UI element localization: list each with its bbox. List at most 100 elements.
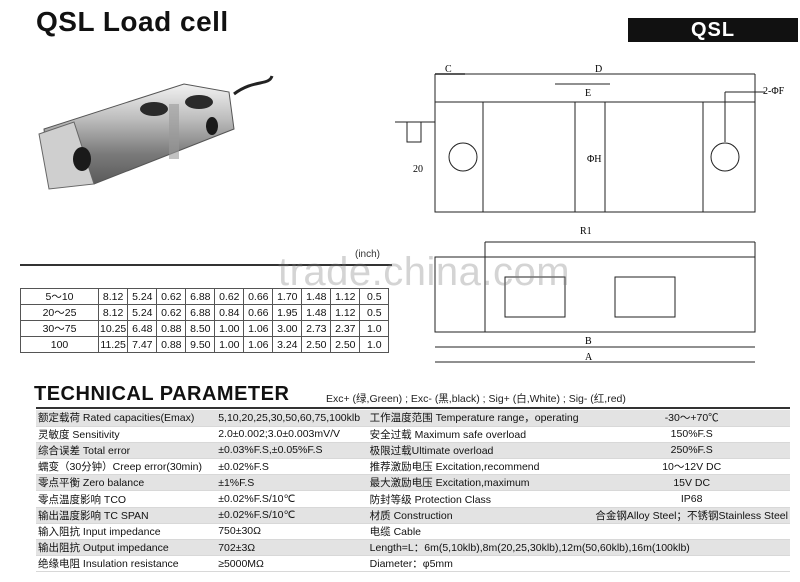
parameter-cell: IP68 <box>593 490 790 508</box>
table-cell: 9.50 <box>185 336 216 353</box>
table-cell: 1.0 <box>359 336 390 353</box>
table-cell: 0.84 <box>214 304 245 321</box>
parameter-cell: 材质 Construction <box>367 507 594 524</box>
parameter-cell: 蠕变（30分钟）Creep error(30min) <box>36 458 217 476</box>
table-cell: 1.48 <box>301 304 332 321</box>
table-cell: 5.24 <box>127 288 158 305</box>
table-cell: 3.00 <box>272 320 303 337</box>
table-cell: 0.62 <box>214 288 245 305</box>
parameter-cell: 推荐激励电压 Excitation,recommend <box>367 458 594 476</box>
parameter-cell: 零点平衡 Zero balance <box>36 474 217 492</box>
table-cell: 0.62 <box>156 304 187 321</box>
table-cell: 1.12 <box>330 288 361 305</box>
table-cell: 0.66 <box>243 288 274 305</box>
table-cell: 5～10 <box>20 288 99 305</box>
parameter-cell: 250%F.S <box>593 442 790 460</box>
watermark-text: trade.china.com <box>278 250 571 294</box>
parameter-cell: ±0.02%F.S/10℃ <box>216 490 368 508</box>
table-cell: 1.00 <box>214 336 245 353</box>
dim-h-label: ΦH <box>587 154 602 165</box>
table-cell: 11.25 <box>97 336 129 353</box>
wire-color-legend: Exc+ (绿,Green) ; Exc- (黑,black) ; Sig+ (… <box>326 393 626 405</box>
dim-a-label: A <box>585 352 593 363</box>
table-cell: 6.88 <box>185 288 216 305</box>
table-cell: 10.25 <box>97 320 129 337</box>
table-cell: 2.37 <box>330 320 361 337</box>
table-cell: 1.48 <box>301 288 332 305</box>
technical-parameter-table: 额定载荷 Rated capacities(Emax)5,10,20,25,30… <box>36 410 790 573</box>
load-cell-photo <box>38 75 274 190</box>
table-cell: 0.66 <box>243 304 274 321</box>
parameter-cell: 电缆 Cable <box>367 523 594 541</box>
parameter-cell: -30～+70℃ <box>593 410 790 427</box>
table-cell: 3.24 <box>272 336 303 353</box>
parameter-cell: 输出温度影响 TC SPAN <box>36 507 217 524</box>
parameter-cell: 额定载荷 Rated capacities(Emax) <box>36 410 217 427</box>
parameter-cell: 输出阻抗 Output impedance <box>36 539 217 557</box>
table-cell: 1.95 <box>272 304 303 321</box>
parameter-cell: 15V DC <box>593 474 790 492</box>
parameter-cell: 2.0±0.002;3.0±0.003mV/V <box>216 426 368 443</box>
parameter-cell: ±0.03%F.S,±0.05%F.S <box>216 442 368 460</box>
table-cell: 1.06 <box>243 320 274 337</box>
table-cell: 8.12 <box>97 304 129 321</box>
parameter-cell: Diameter：φ5mm <box>367 555 594 573</box>
parameter-cell: ±0.02%F.S/10℃ <box>216 507 368 524</box>
parameter-cell: 防封等级 Protection Class <box>367 490 594 508</box>
table-cell: 0.5 <box>359 304 390 321</box>
parameter-cell: 150%F.S <box>593 426 790 443</box>
table-cell: 30～75 <box>20 320 99 337</box>
table-cell: 100 <box>20 336 99 353</box>
dim-d-label: D <box>595 64 602 75</box>
parameter-cell: 极限过载Ultimate overload <box>367 442 594 460</box>
parameter-cell: 安全过载 Maximum safe overload <box>367 426 594 443</box>
table-cell: 1.06 <box>243 336 274 353</box>
parameter-cell: 5,10,20,25,30,50,60,75,100klb <box>216 410 368 427</box>
table-cell: 2.50 <box>301 336 332 353</box>
table-cell: 20～25 <box>20 304 99 321</box>
parameter-cell: Length=L：6m(5,10klb),8m(20,25,30klb),12m… <box>367 539 790 557</box>
table-cell: 8.50 <box>185 320 216 337</box>
parameter-cell: 最大激励电压 Excitation,maximum <box>367 474 594 492</box>
table-cell: 0.88 <box>156 320 187 337</box>
parameter-cell: 10～12V DC <box>593 458 790 476</box>
parameter-cell <box>593 555 790 573</box>
table-cell: 0.62 <box>156 288 187 305</box>
technical-parameter-title: TECHNICAL PARAMETER <box>34 383 290 405</box>
parameter-cell: ≥5000MΩ <box>216 555 368 573</box>
dimension-drawing: C D E 2-ΦF 20 ΦH B A R1 <box>395 64 785 363</box>
table-cell: 1.0 <box>359 320 390 337</box>
model-badge: QSL <box>628 18 798 42</box>
table-cell: 1.12 <box>330 304 361 321</box>
dim-f-label: 2-ΦF <box>763 86 785 97</box>
table-cell: 7.47 <box>127 336 158 353</box>
parameter-cell: 零点温度影响 TCO <box>36 490 217 508</box>
dim-c-label: C <box>445 64 452 75</box>
table-cell: 6.48 <box>127 320 158 337</box>
dim-r1-label: R1 <box>580 226 592 237</box>
unit-label: (inch) <box>355 249 381 260</box>
dim-20-label: 20 <box>413 164 423 175</box>
table-cell: 5.24 <box>127 304 158 321</box>
dim-e-label: E <box>585 88 591 99</box>
parameter-cell: 750±30Ω <box>216 523 368 541</box>
table-cell: 2.73 <box>301 320 332 337</box>
dims-table-header <box>20 264 392 290</box>
parameter-cell: 绝缘电阻 Insulation resistance <box>36 555 217 573</box>
page-title: QSL Load cell <box>36 6 229 37</box>
parameter-cell: ±1%F.S <box>216 474 368 492</box>
parameter-cell <box>593 523 790 541</box>
parameter-cell: 综合误差 Total error <box>36 442 217 460</box>
